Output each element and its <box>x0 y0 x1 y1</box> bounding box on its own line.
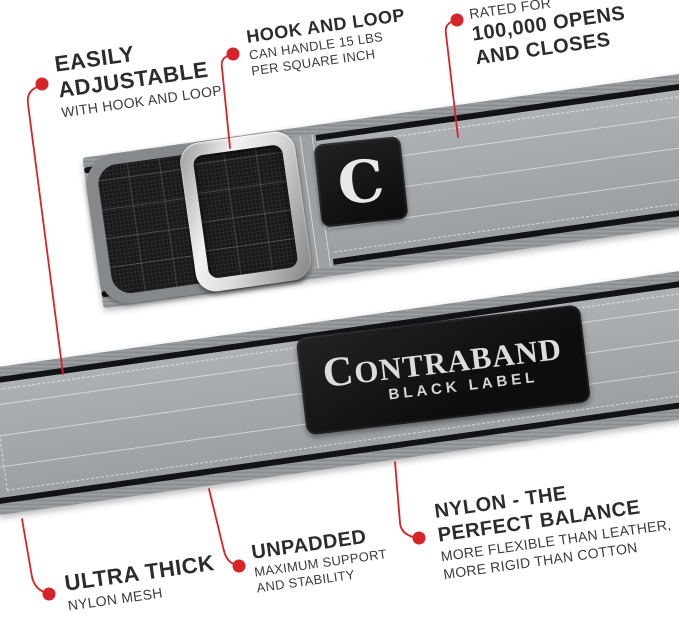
callout-ultra-thick: ULTRA THICK NYLON MESH <box>63 550 219 615</box>
callout-dot-easily-adjustable <box>35 77 49 91</box>
callout-hook-and-loop: HOOK AND LOOP CAN HANDLE 15 LBS PER SQUA… <box>245 4 411 80</box>
metal-slider-buckle <box>177 129 314 294</box>
callout-line-nylon-balance <box>394 461 418 539</box>
belt-body-section: CONTRABAND BLACK LABEL <box>0 269 679 516</box>
logo-letter: C <box>334 145 388 218</box>
callout-line-ultra-thick <box>21 518 48 594</box>
callout-easily-adjustable: EASILY ADJUSTABLE WITH HOOK AND LOOP <box>53 29 223 121</box>
callout-dot-ultra-thick <box>42 587 56 601</box>
buckle-opening <box>192 143 299 280</box>
callout-dot-unpadded <box>232 559 246 573</box>
logo-patch: C <box>313 135 409 228</box>
callout-nylon-balance: NYLON - THE PERFECT BALANCE MORE FLEXIBL… <box>433 468 675 584</box>
callout-dot-nylon-balance <box>412 531 426 545</box>
callout-unpadded: UNPADDED MAXIMUM SUPPORT AND STABILITY <box>250 522 390 596</box>
callout-rated-for: RATED FOR 100,000 OPENS AND CLOSES <box>468 0 630 70</box>
callout-line-hook-and-loop <box>220 54 232 149</box>
callout-dot-rated-for <box>450 13 464 27</box>
callout-dot-hook-and-loop <box>226 47 240 61</box>
callout-line-easily-adjustable <box>26 85 64 375</box>
belt-buckle-section: C <box>82 71 679 309</box>
callout-line-unpadded <box>208 488 238 566</box>
